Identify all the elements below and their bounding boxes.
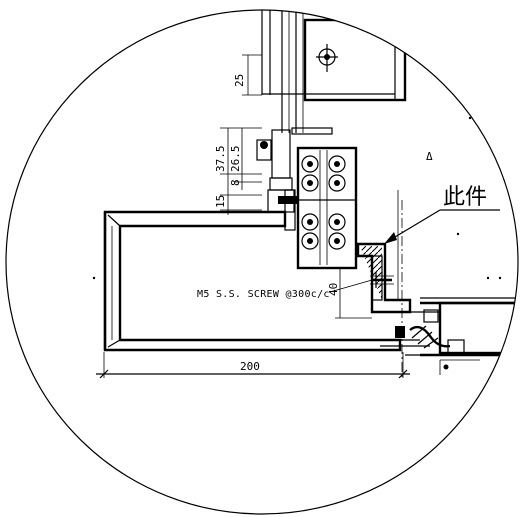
dim-label-8: 8 <box>229 179 242 186</box>
dim-label-26-5: 26.5 <box>229 146 242 173</box>
dimension-stack: 37.5 26.5 8 15 <box>214 127 262 215</box>
dim-label-200: 200 <box>240 360 260 373</box>
dim-label-37-5: 37.5 <box>214 146 227 173</box>
dim-label-25: 25 <box>233 74 246 87</box>
dimension-200: 200 <box>96 352 410 379</box>
box-profile <box>103 189 402 352</box>
part-callout: 此件 <box>443 185 487 210</box>
bolt-symbol-icon <box>316 44 338 72</box>
dimension-25: 25 <box>233 54 262 96</box>
revision-triangle-icon: Δ <box>426 150 433 163</box>
screw-note: M5 S.S. SCREW @300c/c <box>197 289 330 300</box>
dim-label-15: 15 <box>214 195 227 208</box>
callout-leader <box>384 209 500 244</box>
bolt-icon <box>301 155 346 250</box>
cleat-bracket <box>296 146 358 270</box>
mullion-lines <box>261 10 304 133</box>
sill-detail <box>380 297 518 375</box>
dimension-40: 40 <box>327 268 372 319</box>
dim-label-40: 40 <box>327 283 340 296</box>
